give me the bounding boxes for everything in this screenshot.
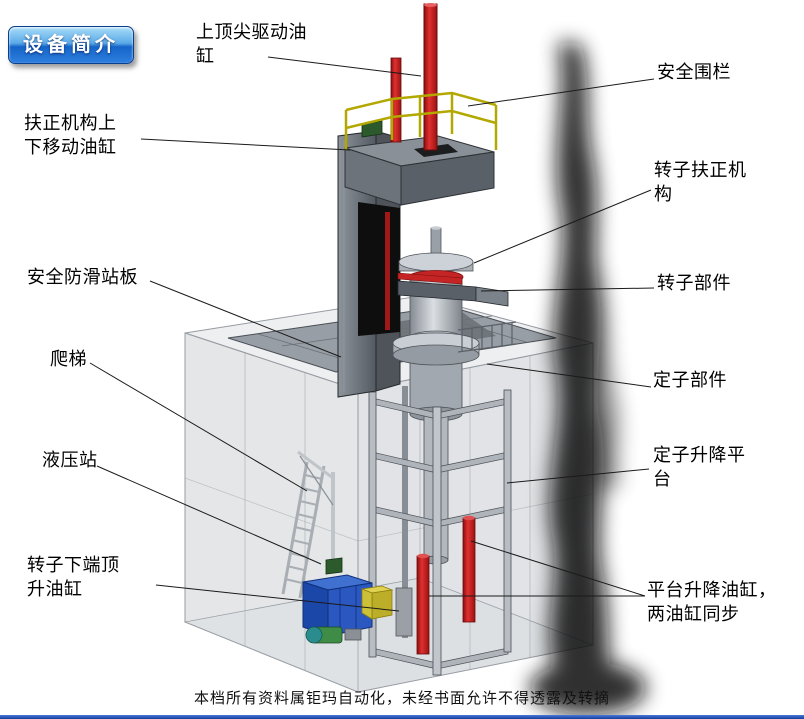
safety-fence-graphic [344,91,498,150]
leader-safety-fence [467,78,655,107]
leader-rotor-component [480,287,655,292]
leader-platform-lift-cylinder-1 [470,540,646,597]
leader-stator-lift-platform [506,468,650,484]
side-grid-platform [457,321,517,353]
hydraulic-station-graphic [302,574,394,644]
smoke-shadow [530,42,646,714]
head-box-and-railing [344,3,498,206]
label-rotor-centering-mechanism: 转子扶正机构 [654,160,747,205]
leader-rotor-bottom-jack [155,584,400,612]
leader-anti-slip-platform [149,280,342,358]
bottom-accent-bar [0,715,804,719]
label-anti-slip-platform: 安全防滑站板 [27,267,138,288]
label-rotor-component: 转子部件 [657,273,731,294]
label-top-drive-cylinder: 上顶尖驱动油缸 [196,22,307,67]
leader-ladder [89,362,308,492]
leader-centering-updown-cylinder [140,138,351,151]
leader-top-drive-cylinder [267,56,422,77]
service-crane-graphic [297,450,343,575]
label-centering-updown-cylinder: 扶正机构上下移动油缸 [24,113,117,158]
label-hydraulic-station: 液压站 [42,450,98,471]
ladder-graphic [281,461,326,599]
press-column [337,130,401,398]
leader-hydraulic-station [96,465,322,565]
label-stator-component: 定子部件 [653,370,727,391]
top-drive-cylinder-graphic [423,3,438,151]
label-safety-fence: 安全围栏 [657,62,731,83]
label-rotor-bottom-jack-cylinder: 转子下端顶升油缸 [27,555,120,600]
rotor-centering-mechanism-graphic [397,272,509,307]
label-ladder: 爬梯 [50,349,87,370]
leader-stator-component [486,363,652,388]
leader-lines [89,56,655,612]
lift-frame-and-stator [368,350,512,676]
rotor-assembly [392,226,480,366]
footer-confidentiality-text: 本档所有资料属钜玛自动化，未经书面允许不得透露及转摘 [193,689,610,707]
label-stator-lift-platform: 定子升降平台 [653,445,746,490]
title-badge: 设备简介 [8,26,134,64]
leader-rotor-centering-mechanism [473,189,652,264]
label-platform-lift-cylinders: 平台升降油缸，两油缸同步 [647,580,777,625]
